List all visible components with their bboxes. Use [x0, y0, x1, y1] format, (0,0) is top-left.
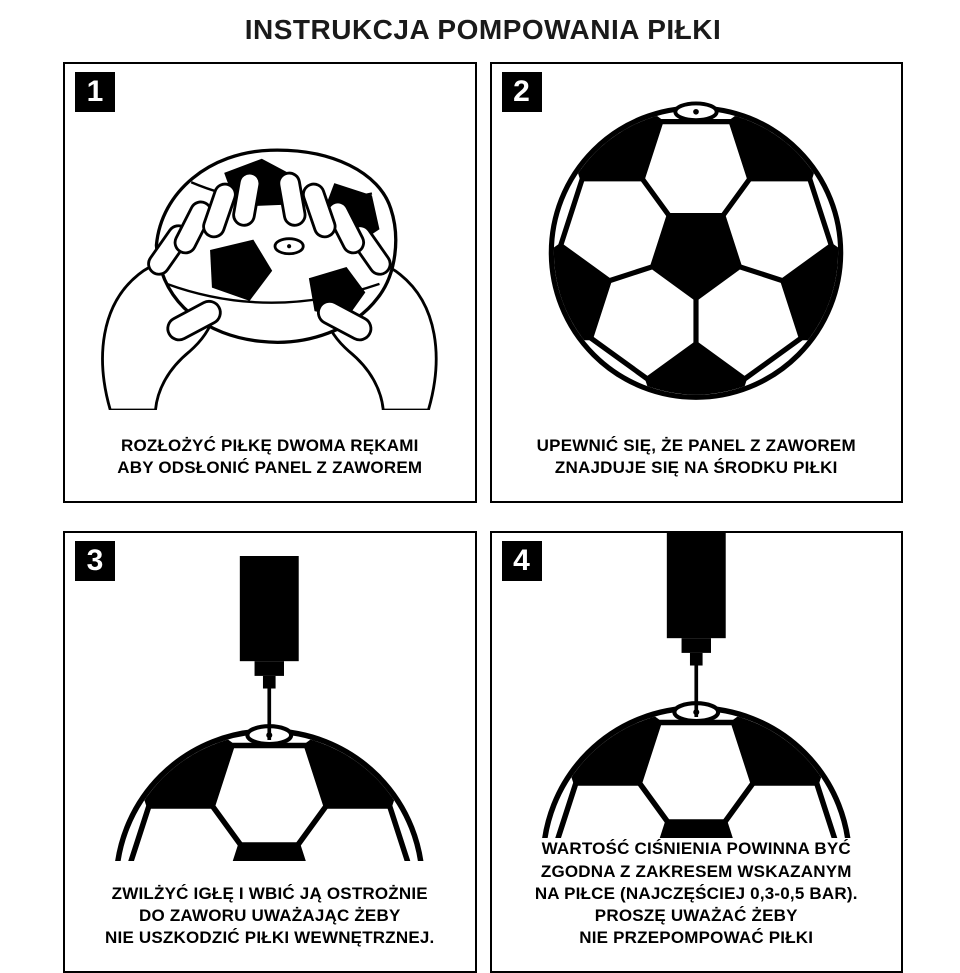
step-2-illustration	[492, 64, 902, 435]
step-1-illustration	[65, 64, 475, 435]
soccer-ball-icon	[541, 95, 851, 405]
step-number-badge: 2	[501, 72, 542, 112]
step-number-badge: 1	[75, 72, 115, 112]
pump-needle-ball-icon	[528, 533, 865, 838]
right-thumb	[317, 299, 373, 341]
pump-needle-ball-icon	[101, 555, 438, 861]
step-panel-2: 2 UPEWNIĆ SIĘ, ŻE PANEL Z ZAWOREM ZNAJDU…	[489, 62, 903, 504]
step-number-badge: 4	[501, 541, 542, 582]
right-finger	[302, 182, 337, 238]
step-caption: UPEWNIĆ SIĘ, ŻE PANEL Z ZAWOREM ZNAJDUJE…	[536, 436, 856, 478]
left-finger	[202, 182, 238, 238]
step-caption: WARTOŚĆ CIŚNIENIA POWINNA BYĆ ZGODNA Z Z…	[534, 839, 858, 947]
page-title: INSTRUKCJA POMPOWANIA PIŁKI	[244, 14, 722, 45]
pump-nozzle-icon	[240, 555, 300, 689]
left-finger	[174, 200, 213, 254]
step-panel-3: 3 ZWILŻYĆ IGŁĘ I WBIĆ JĄ OSTROŻNIE DO ZA…	[63, 531, 477, 973]
step-panel-4: 4 WARTOŚĆ CIŚNIENIA POWINNA BYĆ ZGODNA Z…	[489, 531, 903, 973]
right-finger	[326, 200, 366, 254]
step-caption: ZWILŻYĆ IGŁĘ I WBIĆ JĄ OSTROŻNIE DO ZAWO…	[105, 883, 435, 947]
left-finger	[232, 171, 262, 227]
step-panel-1: 1	[63, 62, 477, 504]
steps-grid: 1	[63, 62, 903, 973]
step-3-illustration	[65, 533, 475, 882]
left-thumb	[166, 299, 223, 341]
hands-unfolding-ball-icon	[101, 148, 438, 410]
right-finger	[277, 171, 307, 227]
step-4-illustration	[492, 533, 902, 838]
step-caption: ROZŁOŻYĆ PIŁKĘ DWOMA RĘKAMI ABY ODSŁONIĆ…	[117, 436, 423, 478]
pump-nozzle-icon	[666, 533, 726, 666]
step-number-badge: 3	[75, 541, 115, 582]
